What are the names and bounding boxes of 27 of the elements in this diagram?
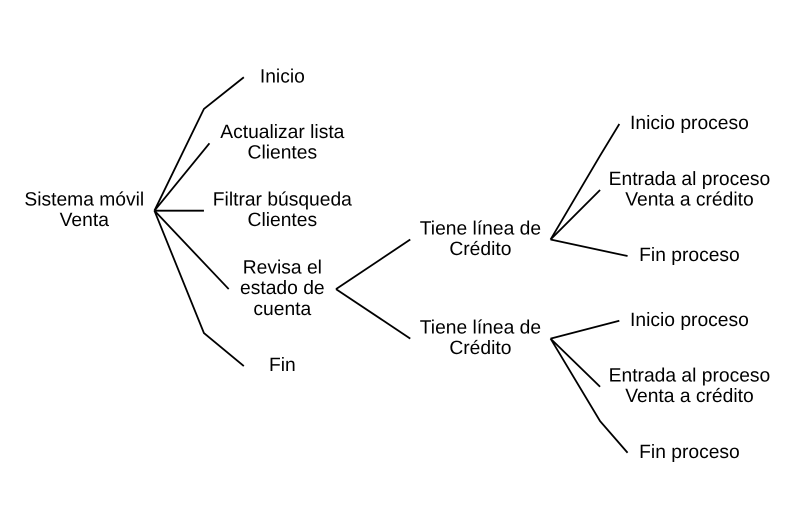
connector <box>154 210 230 290</box>
connector <box>154 209 204 212</box>
connector <box>154 210 244 366</box>
connector <box>550 337 601 387</box>
node-text: Fin proceso <box>639 244 740 266</box>
connector <box>154 76 244 211</box>
node-text: Sistema móvil Venta <box>24 188 144 231</box>
node-text: Tiene línea de Crédito <box>420 218 542 260</box>
connector <box>335 238 411 290</box>
node-text: Inicio proceso <box>630 309 749 330</box>
connector <box>550 238 628 256</box>
node-text: Entrada al proceso Venta a crédito <box>608 168 770 210</box>
node-text: Inicio proceso <box>630 112 749 134</box>
node-text: Inicio <box>260 66 305 87</box>
connector <box>550 123 620 240</box>
node-text: Filtrar búsqueda Clientes <box>212 188 352 231</box>
node-text: Revisa el estado de cuenta <box>240 257 325 320</box>
node-text: Fin proceso <box>639 441 740 462</box>
connector <box>154 142 210 211</box>
connector <box>550 188 601 240</box>
connector <box>335 288 411 339</box>
node-text: Entrada al proceso Venta a crédito <box>608 364 770 407</box>
connector <box>550 319 620 339</box>
node-text: Actualizar lista Clientes <box>220 122 344 164</box>
node-text: Tiene línea de Crédito <box>420 316 542 358</box>
node-text: Fin <box>268 354 296 376</box>
connector <box>550 338 628 453</box>
